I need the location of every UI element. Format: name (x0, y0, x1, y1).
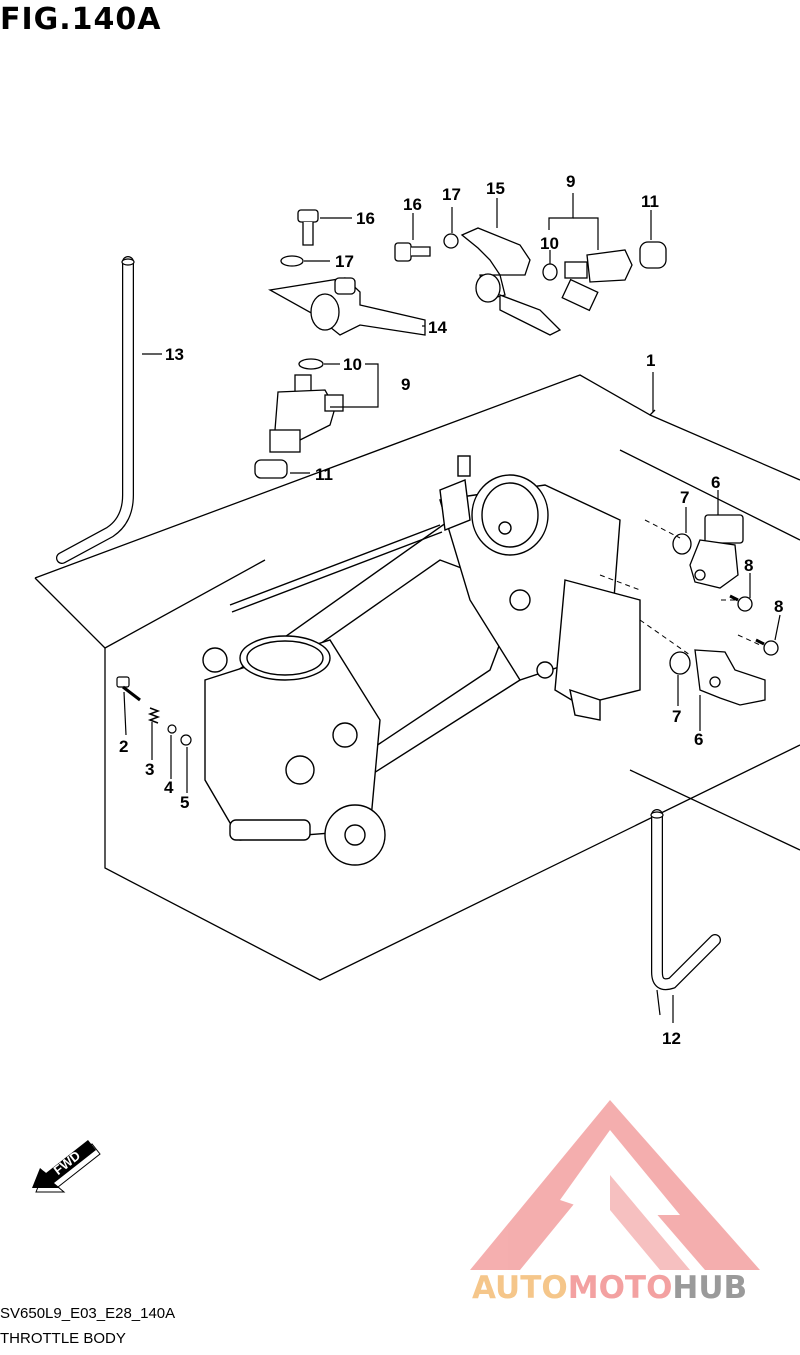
callout-3: 3 (145, 760, 154, 779)
o-ring-10-left-icon (298, 358, 324, 370)
callout-9-right: 9 (566, 172, 575, 191)
leader-lines (123, 193, 781, 1023)
model-code: SV650L9_E03_E28_140A (0, 1305, 176, 1322)
callout-4: 4 (164, 778, 174, 797)
fwd-arrow-icon: FWD (32, 1140, 101, 1193)
cap-11-left-icon (254, 459, 288, 479)
callout-10-right: 10 (540, 234, 559, 253)
callout-13: 13 (165, 345, 184, 364)
bolt-16-upper-icon (297, 209, 319, 246)
o-ring-7-lower-icon (669, 651, 691, 675)
o-ring-17-right-icon (443, 233, 459, 249)
fuel-pipe-15-icon (460, 227, 562, 336)
watermark-moto: MOTO (567, 1270, 673, 1306)
hose-13-icon (56, 256, 135, 564)
screw-8-upper-icon (729, 594, 753, 612)
callout-15: 15 (486, 179, 505, 198)
screw-2-icon (116, 676, 141, 702)
callout-7-upper: 7 (680, 488, 689, 507)
callout-12: 12 (662, 1029, 681, 1048)
throttle-body-assembly-icon (202, 455, 641, 866)
callout-17-left: 17 (335, 252, 354, 271)
callout-2: 2 (119, 737, 128, 756)
fuel-injector-9-left-icon (269, 374, 344, 453)
callouts: 1 2 3 4 5 6 6 7 7 8 8 9 9 10 10 11 11 12… (119, 172, 783, 1048)
o-ring-7-upper-icon (672, 533, 692, 555)
callout-9-left: 9 (401, 375, 410, 394)
callout-8-upper: 8 (744, 556, 753, 575)
cap-11-right-icon (639, 241, 667, 269)
o-ring-10-right-icon (542, 263, 558, 281)
callout-10-left: 10 (343, 355, 362, 374)
washer-4-icon (167, 724, 177, 734)
callout-11-left: 11 (315, 465, 333, 484)
o-ring-5-icon (180, 734, 192, 746)
bolt-16-lower-icon (394, 242, 431, 262)
watermark-logo-icon (470, 1100, 760, 1270)
sensor-6-lower-icon (694, 649, 766, 706)
o-ring-17-left-icon (280, 255, 304, 267)
fuel-delivery-pipe-14-icon (268, 277, 426, 336)
callout-1: 1 (646, 351, 655, 370)
assembly-boundary (34, 374, 800, 981)
callout-5: 5 (180, 793, 189, 812)
callout-16-upper: 16 (356, 209, 375, 228)
callout-7-lower: 7 (672, 707, 681, 726)
callout-8-lower: 8 (774, 597, 783, 616)
spring-3-icon (147, 707, 161, 724)
sensor-6-upper-icon (689, 514, 744, 589)
connection-lines (599, 519, 761, 656)
watermark-wordmark: AUTOMOTOHUB (472, 1270, 747, 1306)
callout-11-right: 11 (641, 192, 659, 211)
watermark-auto: AUTO (472, 1270, 568, 1306)
callout-17-right: 17 (442, 185, 461, 204)
figure-title: FIG.140A (0, 2, 162, 37)
callout-6-upper: 6 (711, 473, 720, 492)
callout-6-lower: 6 (694, 730, 703, 749)
watermark-hub: HUB (672, 1270, 748, 1306)
screw-8-lower-icon (755, 638, 779, 656)
hose-12-icon (650, 809, 721, 1016)
callout-14: 14 (428, 318, 447, 337)
fuel-injector-9-right-icon (561, 249, 633, 312)
callout-16-lower: 16 (403, 195, 422, 214)
figure-caption: THROTTLE BODY (0, 1330, 126, 1347)
